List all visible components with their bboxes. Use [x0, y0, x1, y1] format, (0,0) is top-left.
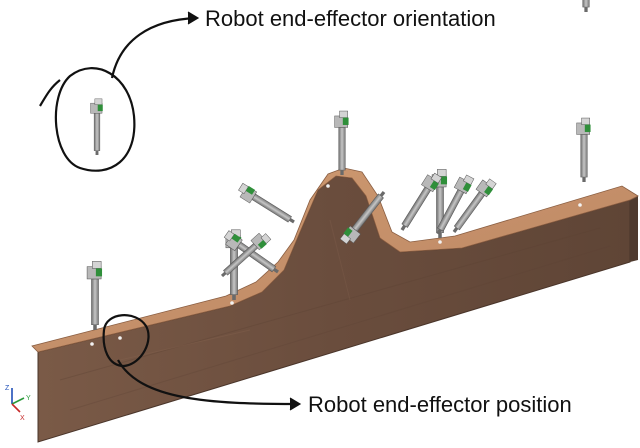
end-effector-tool — [578, 0, 593, 13]
axis-y-label: Y — [26, 395, 31, 402]
workpiece-end-face — [630, 196, 638, 262]
orientation-arrowhead — [187, 11, 200, 25]
orientation-ellipse — [54, 67, 136, 172]
orientation-callout — [39, 11, 200, 172]
end-effector-tool — [235, 182, 298, 229]
end-effector-tool — [395, 170, 443, 234]
target-point — [326, 184, 330, 188]
end-effector-tool — [90, 98, 104, 156]
target-point — [438, 240, 442, 244]
wooden-workpiece — [31, 167, 639, 443]
position-ellipse — [102, 314, 150, 368]
position-arrowhead — [289, 397, 302, 411]
target-point — [578, 203, 582, 207]
end-effector-tool — [86, 260, 103, 331]
axis-z-label: Z — [5, 385, 10, 392]
target-point — [230, 301, 234, 305]
position-label: Robot end-effector position — [308, 392, 572, 417]
end-effector-tool — [576, 117, 591, 183]
target-point — [90, 342, 94, 346]
orientation-arrow-line — [110, 16, 197, 79]
position-callout — [102, 314, 302, 411]
workpiece-top-surface — [31, 167, 639, 353]
axis-triad: Z Y X — [5, 385, 31, 422]
orientation-label: Robot end-effector orientation — [205, 6, 496, 31]
position-arrow-line — [117, 359, 297, 406]
target-points — [90, 184, 582, 346]
orientation-tail — [39, 79, 61, 107]
target-point — [118, 336, 122, 340]
axis-x-label: X — [20, 415, 25, 422]
end-effector-tool — [334, 110, 349, 176]
